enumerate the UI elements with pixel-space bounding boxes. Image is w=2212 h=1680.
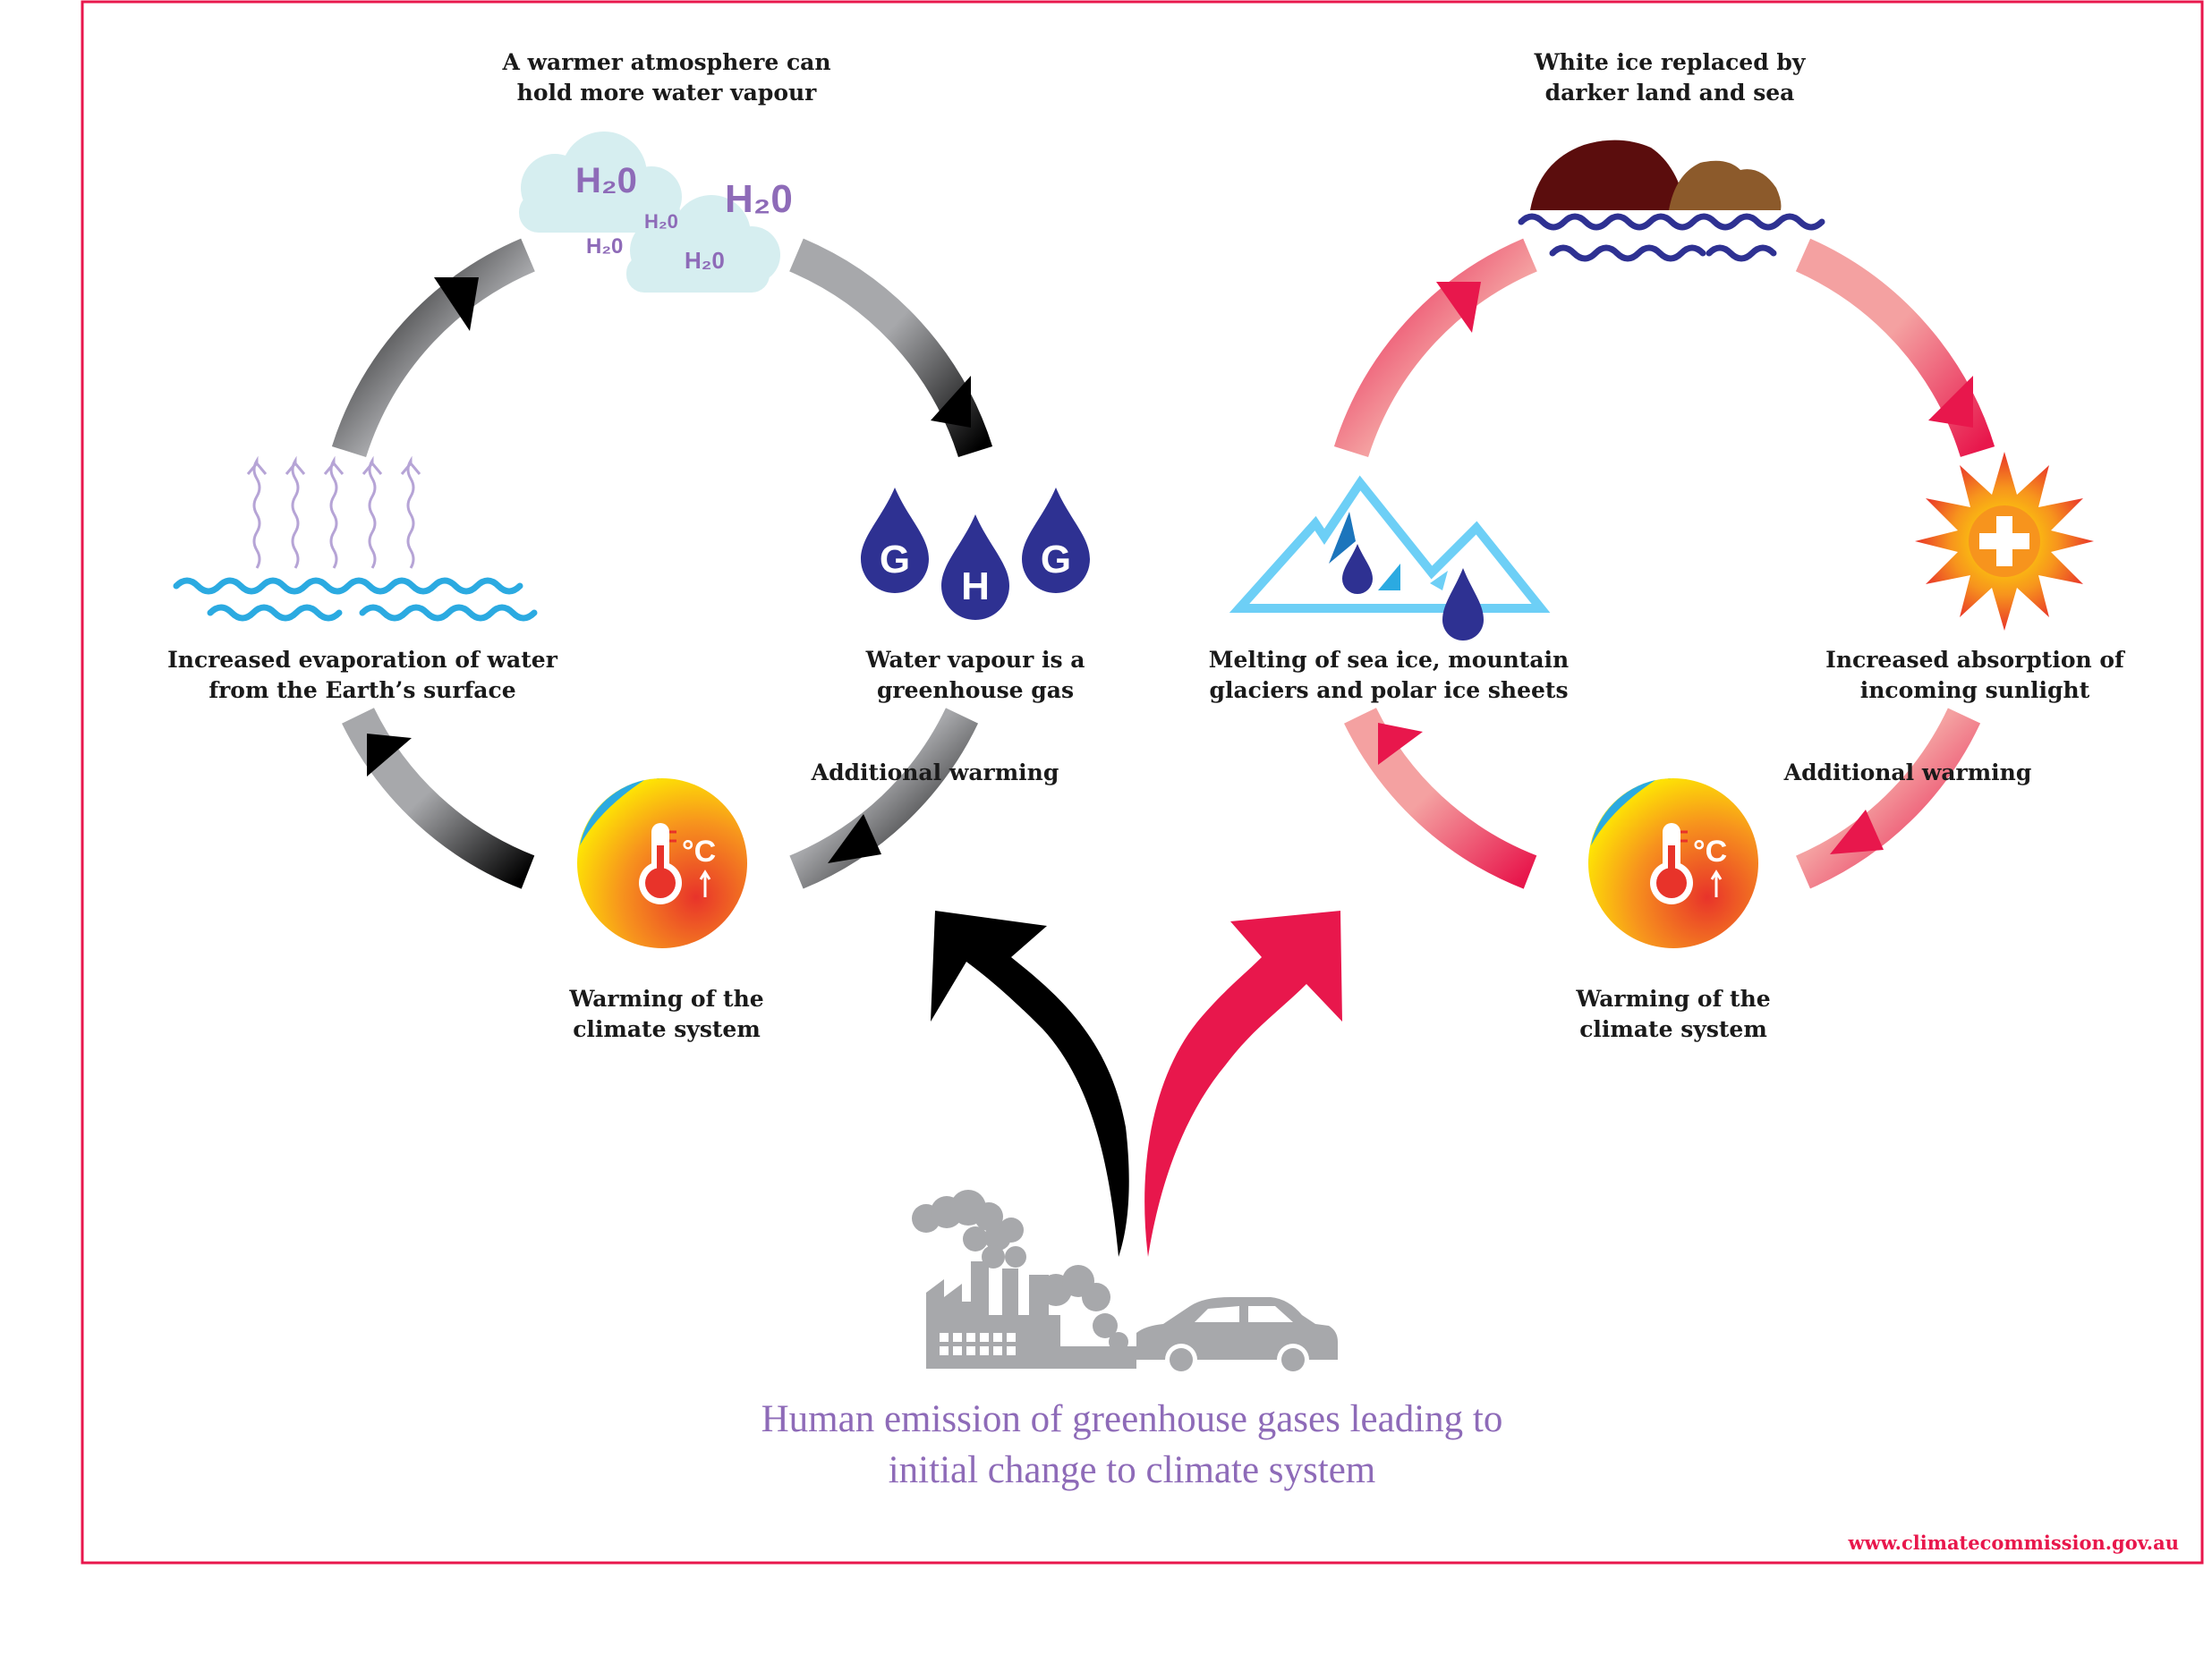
sea-waves-icon [1518,213,1825,262]
thermometer-icon: °C [577,778,747,948]
red-emission-arrow [1144,911,1342,1257]
diagram-frame [81,0,2204,1565]
right-cycle-arrowheads [1378,282,1973,854]
svg-text:hold more water vapour: hold more water vapour [517,80,818,106]
ghg-drop-icon [861,488,1090,620]
black-emission-arrow [931,911,1129,1257]
h2o-large-1: H₂0 [575,161,637,200]
cloud-icon [519,132,780,293]
right-right-label: Increased absorption of incoming sunligh… [1825,647,2126,703]
svg-text:Water vapour is a: Water vapour is a [865,647,1085,673]
land-icon [1530,140,1782,210]
h2o-small-2: H₂0 [586,234,623,259]
left-left-label: Increased evaporation of water from the … [167,647,558,703]
svg-text:climate system: climate system [573,1016,761,1042]
water-waves-icon [173,577,538,622]
degc-label: °C [682,835,716,869]
h2o-small-3: H₂0 [685,247,725,274]
arrowhead-1 [931,376,971,428]
right-arc-bottom-right [1795,708,1981,889]
left-arc-top-left [331,238,535,458]
thermometer-icon: °C [1588,778,1758,948]
ghg-letter-2: H [961,564,990,608]
right-left-label: Melting of sea ice, mountain glaciers an… [1209,647,1569,703]
arrowhead-3 [367,734,412,776]
arrowhead-7 [1378,723,1423,765]
svg-text:climate system: climate system [1579,1016,1767,1042]
svg-text:glaciers and polar ice sheets: glaciers and polar ice sheets [1209,677,1568,703]
right-top-label: White ice replaced by darker land and se… [1534,49,1807,106]
svg-text:A warmer atmosphere can: A warmer atmosphere can [501,49,830,75]
left-arc-bottom-right [789,708,979,889]
ghg-letter-3: G [1041,538,1071,581]
left-bottom-label: Warming of the climate system [568,986,763,1042]
left-right-label: Water vapour is a greenhouse gas [865,647,1085,703]
arrowhead-5 [1928,376,1973,428]
arrowhead-6 [1830,810,1884,854]
svg-text:darker land and sea: darker land and sea [1545,80,1795,106]
svg-text:initial change to climate syst: initial change to climate system [889,1449,1376,1491]
arrowhead-2 [828,814,881,863]
left-top-label: A warmer atmosphere can hold more water … [501,49,830,106]
ghg-drop-2 [941,514,1009,620]
ghg-drop-1 [861,488,929,593]
svg-text:greenhouse gas: greenhouse gas [877,677,1074,703]
left-additional-warming-label: Additional warming [811,759,1059,785]
svg-text:Increased evaporation of water: Increased evaporation of water [167,647,558,673]
mountain-icon [1229,475,1551,641]
svg-text:Warming of the: Warming of the [568,986,763,1012]
left-cycle-arrowheads [367,277,971,863]
ghg-letter-1: G [880,538,910,581]
caption: Human emission of greenhouse gases leadi… [761,1398,1503,1491]
source-url[interactable]: www.climatecommission.gov.au [1848,1532,2179,1554]
h2o-large-2: H₂0 [725,177,793,221]
svg-text:White ice replaced by: White ice replaced by [1534,49,1807,75]
right-arc-bottom-left [1344,708,1537,889]
right-arc-top-left [1333,238,1537,458]
svg-text:Warming of the: Warming of the [1575,986,1770,1012]
factory-windows [940,1333,1016,1355]
right-bottom-label: Warming of the climate system [1575,986,1770,1042]
ghg-drop-3 [1022,488,1090,593]
h2o-labels: H₂0 H₂0 H₂0 H₂0 H₂0 [575,161,793,274]
right-additional-warming-label: Additional warming [1783,759,2032,785]
svg-text:incoming sunlight: incoming sunlight [1860,677,2090,703]
degc-label: °C [1693,835,1727,869]
h2o-small-1: H₂0 [644,210,678,233]
evaporation-arrows-icon [246,455,421,569]
car-icon [1136,1297,1338,1376]
arrowhead-8 [1436,282,1481,333]
sun-icon [1915,452,2094,631]
arrowhead-4 [434,277,479,331]
svg-text:Melting of sea ice, mountain: Melting of sea ice, mountain [1209,647,1569,673]
svg-text:Increased absorption of: Increased absorption of [1825,647,2126,673]
svg-text:Human emission of greenhouse g: Human emission of greenhouse gases leadi… [761,1398,1503,1440]
svg-text:from the Earth’s surface: from the Earth’s surface [208,677,515,703]
